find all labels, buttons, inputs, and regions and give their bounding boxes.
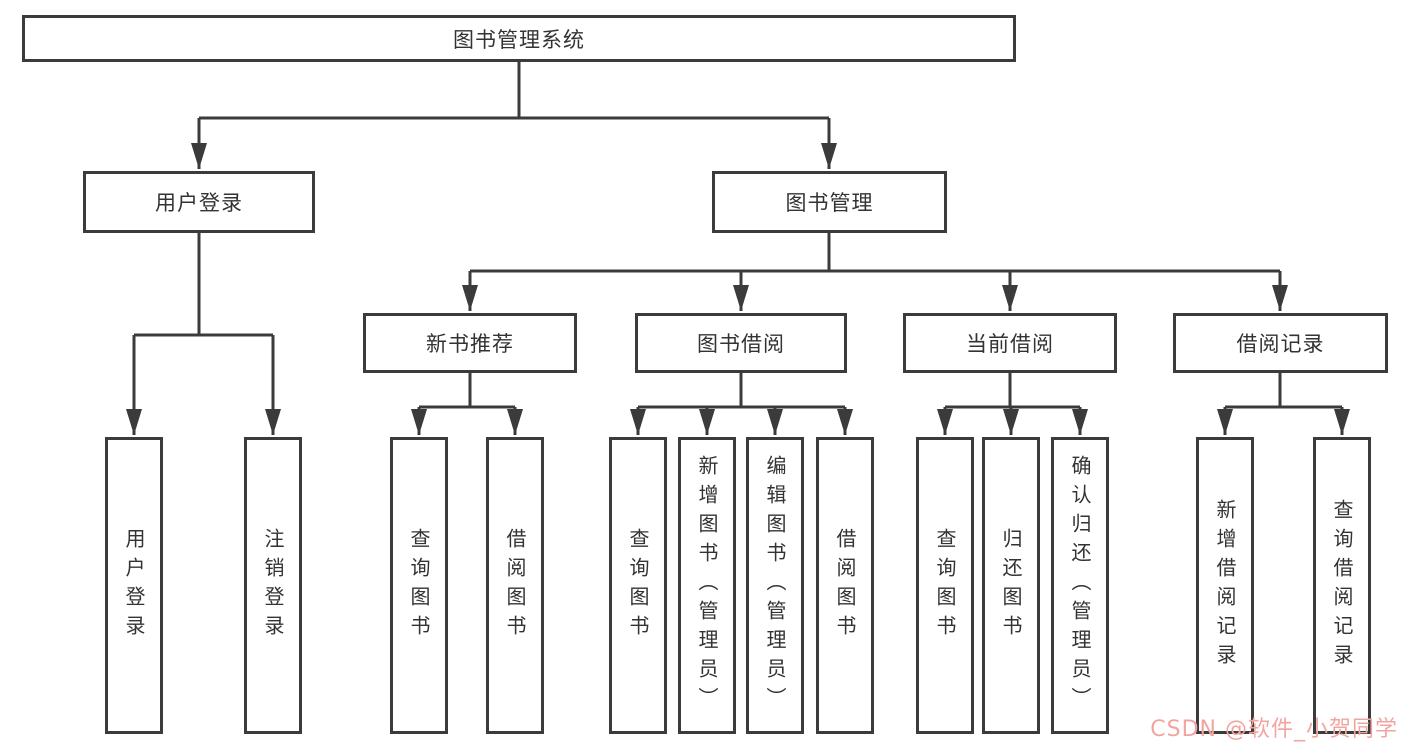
- leaf-user-login: 用户登录: [105, 437, 163, 734]
- node-new-book-recommend: 新书推荐: [363, 313, 577, 373]
- leaf-label: 查询借阅记录: [1330, 498, 1354, 673]
- leaf-logout: 注销登录: [244, 437, 302, 734]
- node-current-borrowing-label: 当前借阅: [966, 332, 1054, 356]
- leaf-label: 新增借阅记录: [1213, 498, 1237, 673]
- leaf-label: 借阅图书: [503, 527, 527, 644]
- leaf-return-books: 归还图书: [982, 437, 1040, 734]
- node-current-borrowing: 当前借阅: [903, 313, 1117, 373]
- node-user-login: 用户登录: [83, 171, 315, 233]
- leaf-label: 新增图书（管理员）: [695, 455, 719, 716]
- leaf-borrow-books-recommend: 借阅图书: [486, 437, 544, 734]
- node-borrowing-records-label: 借阅记录: [1236, 332, 1325, 356]
- node-book-management-label: 图书管理: [785, 191, 874, 215]
- node-book-management: 图书管理: [712, 171, 947, 233]
- leaf-label: 编辑图书（管理员）: [763, 455, 787, 716]
- leaf-label: 注销登录: [261, 527, 285, 644]
- node-borrowing-records: 借阅记录: [1173, 313, 1388, 373]
- node-root-label: 图书管理系统: [453, 27, 585, 52]
- node-book-borrowing-label: 图书借阅: [697, 332, 785, 356]
- csdn-watermark: CSDN @软件_小贺同学: [1150, 717, 1398, 742]
- node-new-book-recommend-label: 新书推荐: [426, 332, 514, 356]
- leaf-edit-books-admin: 编辑图书（管理员）: [746, 437, 804, 734]
- leaf-add-books-admin: 新增图书（管理员）: [678, 437, 736, 734]
- leaf-query-books-borrowing: 查询图书: [609, 437, 667, 734]
- leaf-label: 查询图书: [933, 527, 957, 644]
- leaf-add-borrow-record: 新增借阅记录: [1196, 437, 1254, 734]
- node-user-login-label: 用户登录: [155, 191, 243, 215]
- leaf-borrow-books: 借阅图书: [816, 437, 874, 734]
- leaf-label: 归还图书: [999, 527, 1023, 644]
- node-book-borrowing: 图书借阅: [635, 313, 847, 373]
- leaf-query-books-recommend: 查询图书: [390, 437, 448, 734]
- leaf-confirm-return-admin: 确认归还（管理员）: [1051, 437, 1109, 734]
- node-root: 图书管理系统: [22, 15, 1016, 62]
- leaf-label: 查询图书: [626, 527, 650, 644]
- leaf-query-borrow-record: 查询借阅记录: [1313, 437, 1371, 734]
- leaf-label: 查询图书: [407, 527, 431, 644]
- leaf-label: 借阅图书: [833, 527, 857, 644]
- leaf-query-books-current: 查询图书: [916, 437, 974, 734]
- leaf-label: 确认归还（管理员）: [1068, 455, 1092, 716]
- leaf-label: 用户登录: [122, 527, 146, 644]
